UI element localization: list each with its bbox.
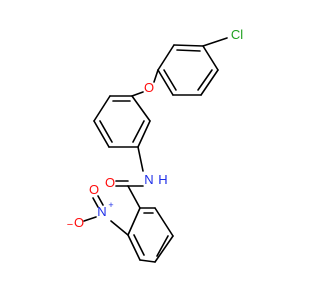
atom-labels: Cl O O N H N + O O − <box>67 27 243 231</box>
bond-inner <box>99 120 113 143</box>
bond <box>93 120 110 148</box>
bond-n-o-double-1 <box>97 195 104 206</box>
bond-n-o-double-2 <box>92 197 99 208</box>
bond <box>137 120 151 148</box>
bonds <box>83 37 228 263</box>
nitro-oxygen-single-label: O <box>74 215 84 230</box>
bond <box>139 259 156 263</box>
bond-inner <box>163 69 177 91</box>
amide-nitrogen-label: N <box>144 172 153 187</box>
bond <box>127 234 141 261</box>
bond-inner <box>133 234 145 256</box>
bond-inner <box>132 120 145 143</box>
bond-inner <box>156 235 169 257</box>
bond-c-nitro <box>110 220 129 236</box>
bond-c-o <box>153 69 159 83</box>
bond <box>154 207 174 237</box>
bond <box>127 207 141 236</box>
bond-inner <box>197 69 213 91</box>
bond-c-cl <box>202 37 228 47</box>
bond-inner <box>176 49 201 52</box>
bond <box>131 95 151 122</box>
bond <box>157 69 174 96</box>
amide-hydrogen-label: H <box>158 172 167 187</box>
bond-c-ring <box>127 185 141 209</box>
molecule-structure-canvas: Cl O O N H N + O O − <box>67 27 243 263</box>
nitro-oxygen-double-label: O <box>89 182 99 197</box>
chlorine-label: Cl <box>231 27 243 42</box>
nitro-o-charge: − <box>67 219 73 231</box>
bond <box>173 44 204 47</box>
bond <box>157 44 175 71</box>
bond <box>154 235 174 263</box>
nitro-n-charge: + <box>108 200 113 210</box>
bond <box>200 69 219 96</box>
bond <box>93 95 111 122</box>
nitro-nitrogen-label: N <box>97 204 106 219</box>
bond-c-n <box>137 146 144 172</box>
molecule-diagram: Cl O O N H N + O O − <box>67 27 243 263</box>
ether-oxygen-label: O <box>144 80 154 95</box>
bond <box>202 45 219 71</box>
bond-n-o-single <box>83 216 97 222</box>
bond-o-c <box>131 91 144 97</box>
amide-oxygen-label: O <box>105 175 115 190</box>
